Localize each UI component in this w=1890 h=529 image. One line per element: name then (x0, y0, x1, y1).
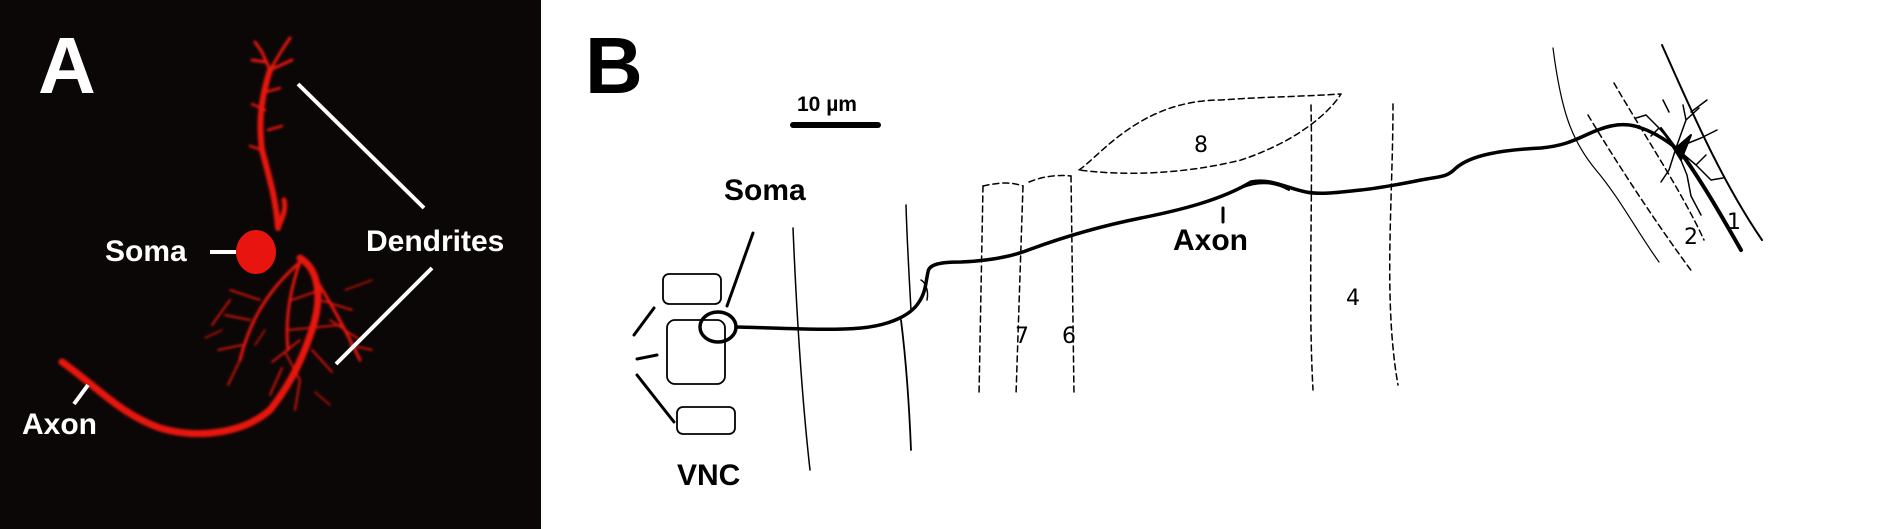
drawn-soma (698, 310, 738, 344)
segment-7-label: 7 (1015, 324, 1029, 349)
segment-8-label: 8 (1194, 133, 1208, 158)
segment-6-label: 6 (1062, 324, 1076, 349)
panel-a: A Soma Dendrites Axon (0, 0, 541, 529)
vnc-label: VNC (677, 459, 741, 492)
soma-body (236, 230, 276, 274)
vnc-box-lower (676, 406, 736, 435)
neuron-drawing (632, 44, 1763, 471)
neuron-image (58, 36, 434, 437)
vnc-box-upper (662, 273, 722, 305)
soma-label: Soma (105, 235, 187, 268)
segment-1-label: 1 (1727, 210, 1741, 235)
dendrites-pointer-upper (296, 82, 426, 210)
axon-pointer (72, 383, 90, 406)
segment-4-label: 4 (1346, 286, 1360, 311)
axon-label-b: Axon (1173, 224, 1248, 257)
axon-label: Axon (22, 408, 97, 441)
dendrites-label: Dendrites (366, 225, 505, 258)
scale-bar-label: 10 µm (797, 93, 857, 116)
dendrites-pointer-lower (334, 266, 434, 366)
panel-b: B 10 µm Soma Axon VNC 8 7 6 4 2 1 (541, 0, 1890, 529)
drawn-axon (734, 122, 1678, 332)
vnc-box-middle (666, 319, 726, 385)
soma-label-b: Soma (724, 174, 806, 207)
panel-a-letter: A (38, 21, 96, 110)
segment-2-label: 2 (1684, 225, 1698, 250)
panel-b-letter: B (585, 21, 643, 110)
